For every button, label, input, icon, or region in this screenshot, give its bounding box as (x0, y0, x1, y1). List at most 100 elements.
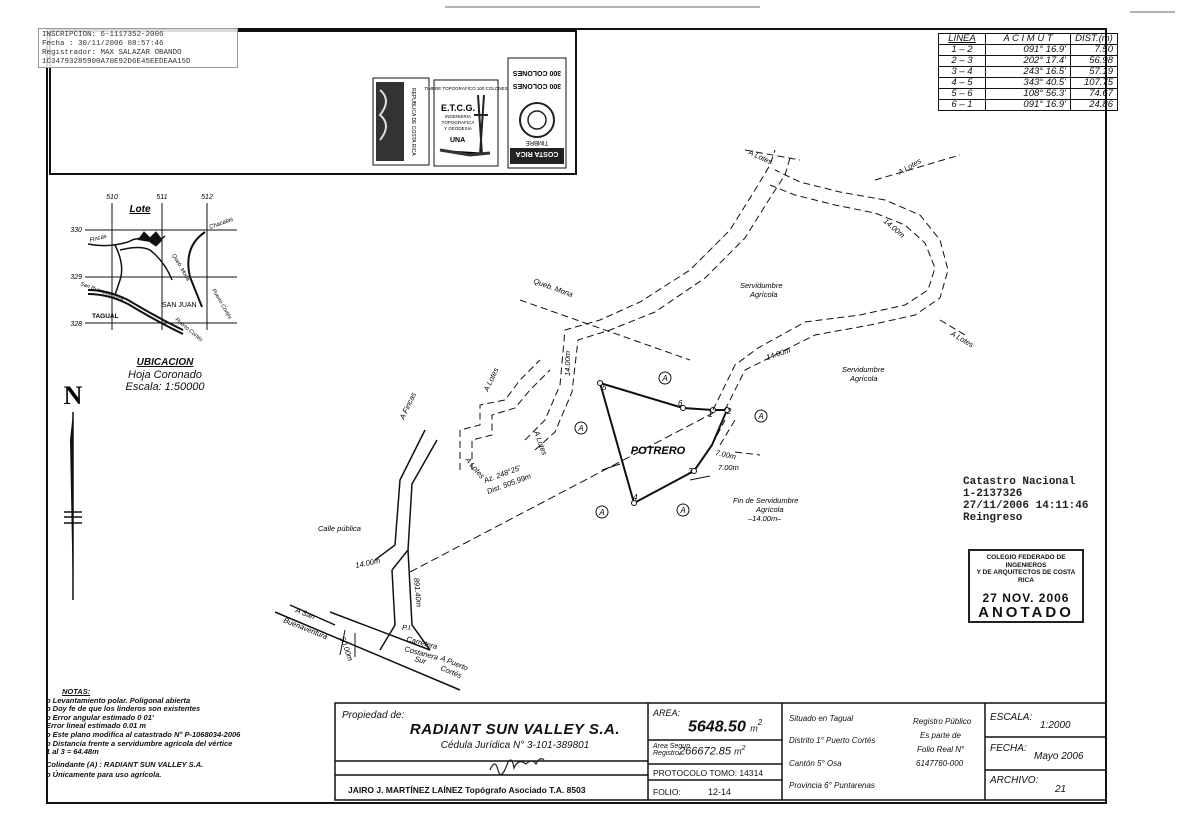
carretera-costanera (274, 604, 461, 691)
pi-label: P.I. (402, 623, 412, 632)
acimut-cell: 108° 56.3' (985, 88, 1071, 100)
distrito: Distrito 1° Puerto Cortés (789, 736, 876, 745)
a-lotes-1: A Lotes (746, 147, 774, 166)
servidumbre-roads (459, 149, 966, 470)
registro-folio-num: 6147760-000 (916, 759, 964, 768)
fin-serv-c: –14.00m– (747, 514, 782, 523)
fecha-title: FECHA: (990, 743, 1027, 754)
area-reg-value: 266672.85 (679, 745, 731, 758)
cedula: Cédula Jurídica N° 3-101-389801 (440, 740, 590, 751)
registro-parte: Es parte de (920, 731, 961, 740)
colindante-a-1: A (661, 374, 667, 383)
registro-stamp: INSCRIPCION: 6-1117352-2006 Fecha : 30/1… (38, 28, 238, 68)
catastro-l3: 27/11/2006 14:11:46 (963, 500, 1089, 512)
area-value: 5648.50 (688, 718, 746, 736)
registro-folio: Folio Real N° (917, 745, 965, 754)
surveyor-name: JAIRO J. MARTÍNEZ LAÍNEZ Topógrafo Asoci… (348, 785, 586, 795)
catastro-l2: 1-2137326 (963, 488, 1023, 500)
note-item: o Error angular estimado 0 01' (46, 712, 154, 722)
a-lotes-3: A Lotes (948, 328, 975, 349)
serv2-b: Agrícola (849, 374, 878, 383)
grid-y-330: 330 (70, 227, 82, 234)
acimut-cell: 2 – 3 (938, 55, 986, 67)
width-14a: 14.00m (882, 217, 907, 240)
escala-value: 1:2000 (1040, 720, 1071, 731)
acimut-cell: 4 – 5 (938, 77, 986, 89)
notes-block: NOTAS: o Levantamiento polar. Poligonal … (46, 687, 241, 780)
owner-name: RADIANT SUN VALLEY S.A. (409, 721, 621, 738)
etcg-title: E.T.C.G. (441, 103, 475, 113)
plan-annotations: A Lotes A Lotes A Lotes A Lotes A Lotes … (282, 147, 975, 680)
folio-value: 12-14 (708, 787, 732, 797)
title-block (334, 702, 1107, 801)
grid-y-329: 329 (70, 274, 82, 281)
serv1-a: Servidumbre (740, 281, 783, 290)
timbre-top-text-2: 300 COLONES (513, 82, 562, 89)
acimut-cell: 74.67 (1070, 88, 1118, 100)
etcg-una: UNA (450, 137, 465, 144)
a-fincas: A Fincas (397, 391, 418, 422)
width-14c: 14.00m (563, 351, 572, 376)
archivo-value: 21 (1055, 784, 1067, 795)
vertex-4: 4 (633, 493, 638, 502)
escala-title: ESCALA: (990, 712, 1033, 723)
azimuth-line (409, 412, 714, 573)
width-14d: 14.00m (355, 556, 381, 570)
colindante-a-3: A (757, 412, 763, 421)
registro-line-4: 1C34793285900A70E92D6E45EEDEAA15D (42, 58, 191, 66)
fiscal-stamp-timbre: 300 COLONES 300 COLONES TIMBRE COSTA RIC… (507, 57, 567, 169)
width-7a: 7.00m (715, 448, 737, 461)
calle-publica-label: Calle pública (318, 524, 361, 533)
map-chacalas: Chacalas (209, 217, 235, 231)
acimut-cell: 6 – 1 (938, 99, 986, 111)
a-lotes-5: A Lotes (532, 429, 549, 457)
note-item: 1 al 3 = 64.48m (46, 747, 99, 757)
vertex-5: 5 (602, 383, 607, 392)
map-sanbuen: San Buenaventura (79, 281, 124, 302)
catastro-l1: Catastro Nacional (963, 476, 1076, 488)
serv1-b: Agrícola (749, 290, 778, 299)
fiscal-stamp-etcg: TIMBRE TOPOGRAFICO 100 COLONES E.T.C.G. … (424, 79, 508, 167)
north-letter: N (64, 381, 83, 410)
north-arrow: N (64, 381, 83, 600)
area-reg-label-1: Area Segun (653, 743, 690, 750)
ubicacion-title: UBICACION (136, 357, 194, 368)
timbre-top-text: 300 COLONES (513, 69, 562, 76)
property-polygon: 1 2 3 4 5 6 POTRERO (597, 380, 732, 506)
grid-x-511: 511 (156, 194, 167, 201)
vertex-3: 3 (688, 467, 693, 476)
note-item: o Este plano modifica al catastrado N° P… (46, 729, 241, 739)
escala-label: Escala: 1:50000 (125, 381, 205, 393)
stamp-box (49, 30, 577, 175)
map-puertocortes: Puerto Cortés (210, 288, 232, 321)
fin-serv-b: Agrícola (755, 505, 784, 514)
ubicacion-caption: UBICACION Hoja Coronado Escala: 1:50000 (105, 357, 225, 393)
fecha-value: Mayo 2006 (1034, 751, 1084, 762)
archivo-title: ARCHIVO: (990, 775, 1039, 786)
notes-title: NOTAS: (62, 687, 91, 696)
acimut-cell: 202° 17.4' (985, 55, 1071, 67)
acimut-h-dist: DIST.(m) (1070, 33, 1118, 45)
area-sup: 2 (757, 718, 763, 727)
area-reg-group: 266672.85 m2 (679, 745, 745, 758)
area-reg-unit: m (734, 746, 742, 757)
acimut-cell: 57.19 (1070, 66, 1118, 78)
vertex-6: 6 (678, 399, 683, 408)
folio-label: FOLIO: (653, 787, 681, 797)
etcg-sub3: Y GEODESIA (444, 126, 472, 131)
acimut-header-row: LINEA A C I M U T DIST.(m) (938, 33, 1118, 45)
protocolo: PROTOCOLO TOMO: 14314 (653, 768, 764, 778)
acimut-cell: 343° 40.5' (985, 77, 1071, 89)
lote-label: Lote (129, 204, 151, 215)
acimut-cell: 7.50 (1070, 44, 1118, 56)
map-fincas: Fincas (89, 234, 108, 244)
acimut-h-linea: LINEA (938, 33, 986, 45)
acimut-cell: 243° 16.5' (985, 66, 1071, 78)
colegio-anotado: ANOTADO (978, 603, 1074, 621)
registro-line-1: INSCRIPCION: 6-1117352-2006 (42, 31, 164, 39)
